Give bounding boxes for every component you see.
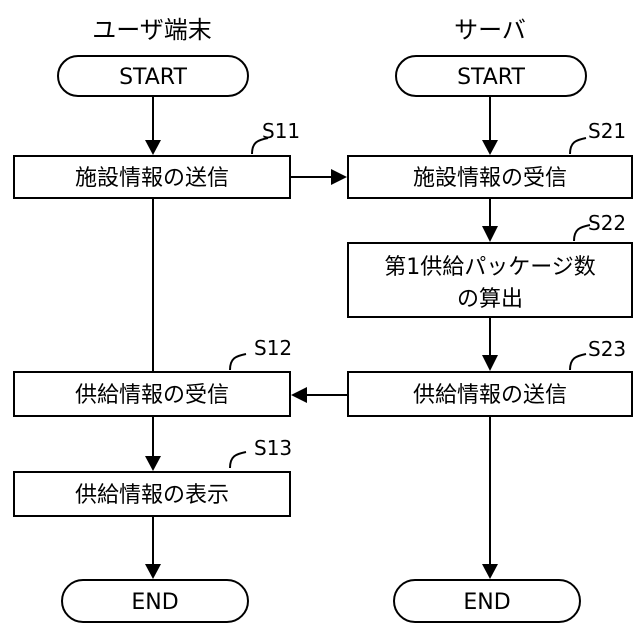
s13-leader-line [230, 452, 246, 468]
arrowhead-start-to-s21 [482, 140, 498, 155]
user-step-s13-text: 供給情報の表示 [75, 483, 229, 508]
s13-step-label: S13 [254, 436, 292, 460]
arrowhead-s12-to-s13 [145, 456, 161, 471]
user-start-label: START [119, 65, 187, 90]
s22-step-label: S22 [588, 211, 626, 235]
server-end-label: END [463, 590, 510, 615]
server-step-s21-text: 施設情報の受信 [413, 166, 567, 191]
s12-leader-line [230, 354, 246, 370]
server-start-label: START [457, 65, 525, 90]
lane-title-server: サーバ [454, 16, 526, 44]
arrowhead-start-to-s11 [145, 140, 161, 155]
arrowhead-s23-to-s12 [291, 387, 307, 403]
s23-step-label: S23 [588, 337, 626, 361]
user-step-s11-text: 施設情報の送信 [75, 166, 229, 191]
arrowhead-s13-to-end [145, 564, 161, 579]
s12-step-label: S12 [254, 336, 292, 360]
arrowhead-s22-to-s23 [482, 355, 498, 371]
s21-step-label: S21 [588, 119, 626, 143]
user-end-label: END [131, 590, 178, 615]
arrowhead-s11-to-s21 [331, 169, 347, 185]
server-step-s22-text-line1: 第1供給パッケージ数 [384, 255, 596, 280]
arrowhead-s21-to-s22 [482, 226, 498, 242]
s11-step-label: S11 [262, 119, 300, 143]
s21-leader-line [570, 138, 586, 154]
s23-leader-line [570, 354, 586, 370]
user-step-s12-text: 供給情報の受信 [75, 383, 229, 408]
server-step-s22-text-line2: の算出 [457, 287, 523, 312]
server-step-s23-text: 供給情報の送信 [413, 383, 567, 408]
arrowhead-s23-to-end [482, 564, 498, 579]
lane-title-user-terminal: ユーザ端末 [92, 16, 212, 44]
